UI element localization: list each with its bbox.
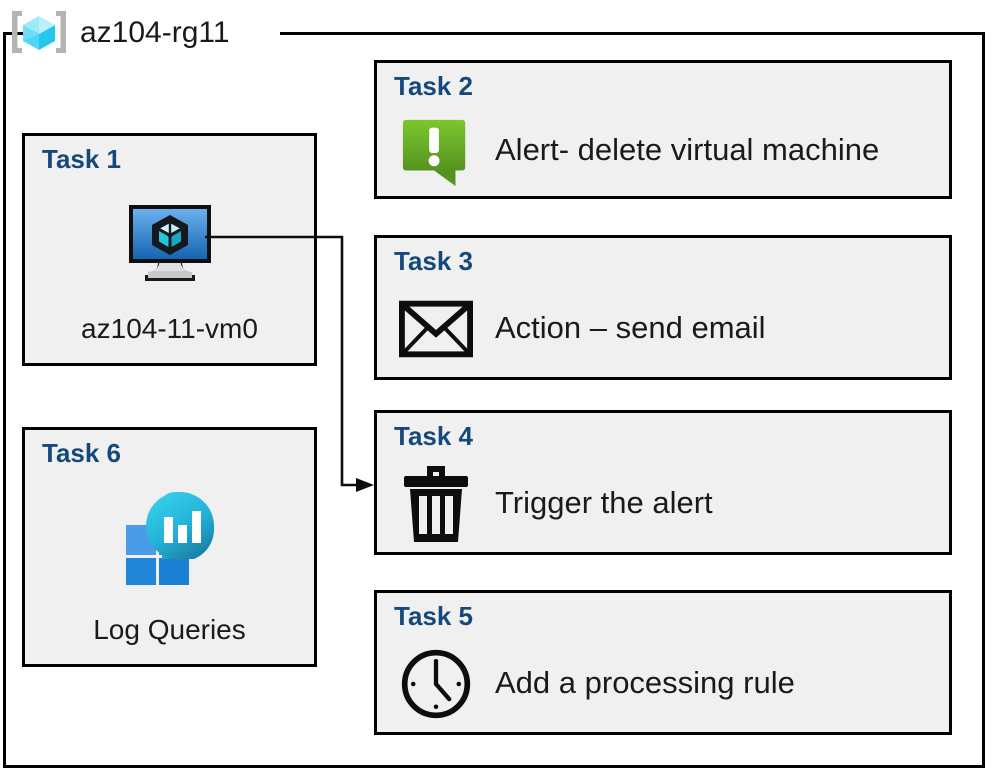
resource-group-cube-icon [12, 11, 66, 53]
card-task4-label: Task 4 [394, 421, 474, 451]
card-task1[interactable]: Task 1 [22, 133, 317, 366]
card-task3[interactable]: Task 3 Action – send email [374, 235, 952, 380]
virtual-machine-icon [25, 198, 314, 288]
card-task2[interactable]: Task 2 Alert- delete virtual machin [374, 60, 952, 199]
card-task2-label: Task 2 [394, 71, 474, 101]
card-task3-label: Task 3 [394, 246, 474, 276]
card-task1-caption: az104-11-vm0 [81, 313, 258, 344]
resource-group-name: az104-rg11 [80, 16, 230, 49]
resource-group-container [3, 32, 985, 768]
clock-icon [399, 647, 473, 721]
card-task5[interactable]: Task 5 Add a processing rule [374, 590, 952, 735]
card-task6[interactable]: Task 6 [22, 427, 317, 667]
card-task5-label: Task 5 [394, 601, 474, 631]
card-task5-caption: Add a processing rule [495, 665, 795, 701]
email-envelope-icon [399, 292, 473, 366]
alert-exclamation-bubble-icon [399, 114, 473, 188]
trash-delete-icon [399, 465, 473, 542]
card-task1-label: Task 1 [42, 144, 122, 174]
card-task6-label: Task 6 [42, 438, 122, 468]
card-task4[interactable]: Task 4 Trigger the alert [374, 410, 952, 555]
card-task3-caption: Action – send email [495, 310, 766, 346]
resource-group-header: az104-rg11 [8, 6, 230, 58]
header-border-gap [30, 22, 280, 42]
log-analytics-icon [25, 492, 314, 585]
card-task2-caption: Alert- delete virtual machine [495, 132, 880, 168]
card-task6-caption: Log Queries [93, 614, 246, 645]
card-task4-caption: Trigger the alert [495, 485, 713, 521]
